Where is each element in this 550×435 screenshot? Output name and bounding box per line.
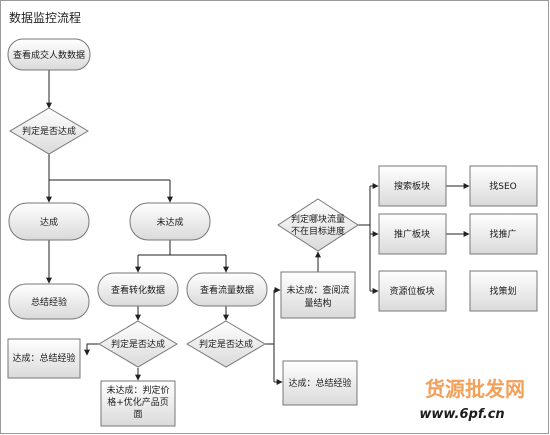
node-view-conversion-label: 查看转化数据 bbox=[111, 284, 165, 296]
node-view-traffic: 查看流量数据 bbox=[186, 272, 268, 307]
node-view-deals-label: 查看成交人数数据 bbox=[13, 49, 85, 61]
node-promo-block: 推广板块 bbox=[378, 213, 447, 255]
node-find-promo: 找推广 bbox=[469, 213, 538, 255]
node-reached-summary-mid: 达成：总结经验 bbox=[282, 360, 358, 406]
node-not-reached: 未达成 bbox=[129, 202, 211, 241]
node-judge-reach-3-label: 判定是否达成 bbox=[199, 338, 253, 350]
diagram-title: 数据监控流程 bbox=[9, 10, 81, 25]
node-judge-reach-2: 判定是否达成 bbox=[98, 320, 178, 368]
node-reached-summary-left-label: 达成：总结经验 bbox=[12, 352, 75, 364]
node-summary-exp-1: 总结经验 bbox=[8, 283, 90, 320]
node-find-seo-label: 找SEO bbox=[489, 180, 516, 192]
node-view-deals: 查看成交人数数据 bbox=[7, 38, 91, 71]
node-find-planner: 找策划 bbox=[469, 270, 538, 312]
node-reached: 达成 bbox=[8, 202, 90, 241]
node-resource-block: 资源位板块 bbox=[378, 270, 447, 312]
node-judge-block-line1: 判定哪块流量 bbox=[291, 213, 345, 225]
node-resource-block-label: 资源位板块 bbox=[389, 285, 434, 297]
node-find-seo: 找SEO bbox=[469, 165, 538, 207]
node-judge-reach-1: 判定是否达成 bbox=[9, 107, 89, 155]
node-not-reached-price-line2: 格+优化产品页 bbox=[107, 396, 169, 408]
node-not-reached-traffic: 未达成：查阅流 量结构 bbox=[280, 271, 356, 319]
node-view-conversion: 查看转化数据 bbox=[97, 272, 179, 307]
node-search-block: 搜索板块 bbox=[378, 165, 447, 207]
watermark-url: www.6pf.cn bbox=[419, 407, 504, 422]
watermark-site-name: 货源批发网 bbox=[425, 377, 525, 401]
node-reached-summary-mid-label: 达成：总结经验 bbox=[288, 377, 351, 389]
node-judge-reach-1-label: 判定是否达成 bbox=[22, 125, 76, 137]
node-judge-block-line2: 不在目标进度 bbox=[291, 225, 345, 237]
node-promo-block-label: 推广板块 bbox=[394, 228, 430, 240]
node-not-reached-label: 未达成 bbox=[156, 216, 183, 228]
node-judge-block: 判定哪块流量 不在目标进度 bbox=[277, 198, 359, 252]
node-search-block-label: 搜索板块 bbox=[394, 180, 430, 192]
node-view-traffic-label: 查看流量数据 bbox=[200, 284, 254, 296]
node-not-reached-traffic-line1: 未达成：查阅流 bbox=[286, 284, 349, 296]
node-reached-summary-left: 达成：总结经验 bbox=[7, 338, 81, 379]
node-summary-exp-1-label: 总结经验 bbox=[31, 296, 67, 308]
node-find-promo-label: 找推广 bbox=[489, 228, 516, 240]
watermark: 货源批发网 www.6pf.cn bbox=[419, 377, 525, 422]
node-judge-reach-2-label: 判定是否达成 bbox=[111, 338, 165, 350]
node-judge-reach-3: 判定是否达成 bbox=[186, 320, 266, 368]
node-find-planner-label: 找策划 bbox=[489, 285, 516, 297]
node-not-reached-traffic-line2: 量结构 bbox=[304, 297, 331, 309]
node-not-reached-price: 未达成：判定价 格+优化产品页 面 bbox=[100, 380, 176, 427]
node-reached-label: 达成 bbox=[40, 216, 58, 228]
node-not-reached-price-line3: 面 bbox=[133, 409, 142, 420]
node-not-reached-price-line1: 未达成：判定价 bbox=[106, 384, 169, 396]
